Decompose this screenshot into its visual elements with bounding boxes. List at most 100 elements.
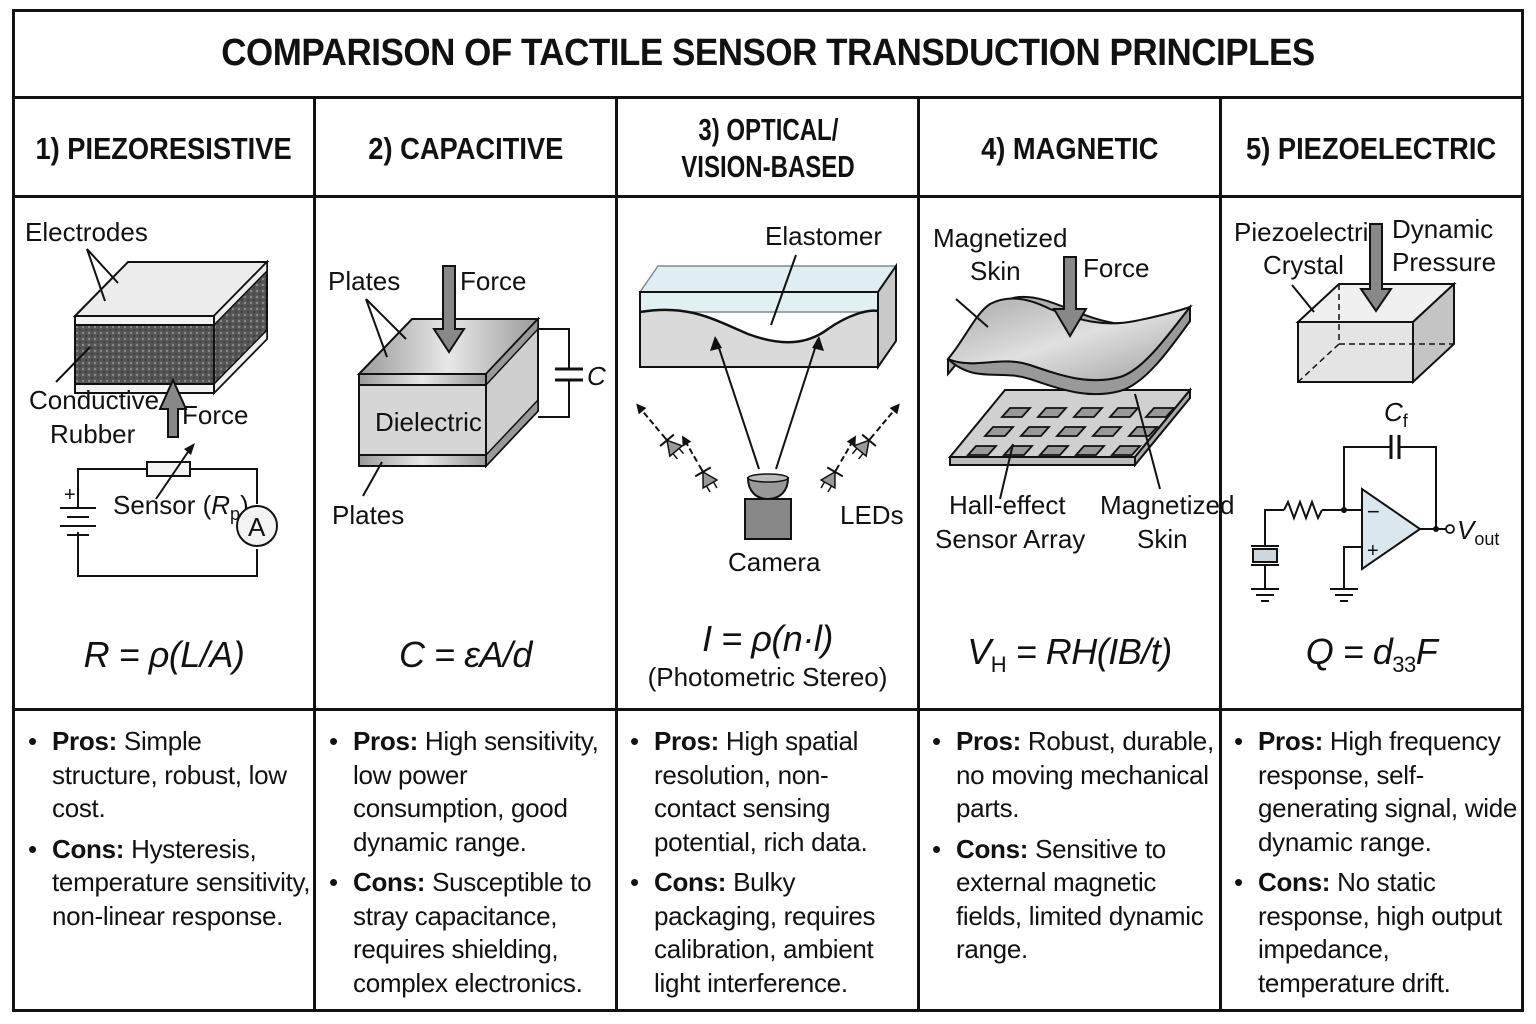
force-label: Force <box>460 266 526 296</box>
pros-item: Pros: Simple structure, robust, low cost… <box>28 725 311 826</box>
force-label: Force <box>182 400 248 430</box>
camera-icon <box>744 473 792 540</box>
op-amp-icon <box>1361 487 1422 571</box>
leader-line <box>955 298 989 328</box>
ammeter-icon <box>236 505 278 547</box>
leader-line <box>86 248 119 284</box>
pros-item: Pros: High frequency response, self-gene… <box>1234 725 1522 859</box>
formula-optical: I = ρ(n·l) (Photometric Stereo) <box>647 617 888 692</box>
divider <box>12 708 1524 711</box>
table-frame <box>12 9 1524 1012</box>
force-arrow-icon <box>158 377 188 438</box>
sensor-label: Sensor (Rp) <box>113 490 249 524</box>
pros-item: Pros: High sensitivity, low power consum… <box>329 725 611 859</box>
conductive-label: Conductive <box>29 385 159 415</box>
pros-cons-optical: Pros: High spatial resolution, non-conta… <box>628 725 898 1010</box>
hall-sensor-chip <box>1143 407 1177 418</box>
plates-top-label: Plates <box>328 266 400 296</box>
leader-line <box>55 346 91 383</box>
pressure-arrow-icon <box>1359 223 1393 313</box>
formula-piezoelectric: Q = d33F <box>1305 631 1438 678</box>
page-title: COMPARISON OF TACTILE SENSOR TRANSDUCTIO… <box>221 32 1315 74</box>
ammeter-label: A <box>248 512 266 542</box>
hall-sensor-chip <box>1018 426 1052 437</box>
leds-label: LEDs <box>840 500 904 530</box>
variable-arrow-icon <box>184 443 195 455</box>
junction-dot <box>1341 507 1347 513</box>
circuit <box>60 448 258 577</box>
pros-cons-piezoresistive: Pros: Simple structure, robust, low cost… <box>26 725 311 1010</box>
leader-line <box>1134 393 1161 490</box>
optical-diagram: Elastomer <box>618 199 917 599</box>
formula-capacitive: C = εA/d <box>399 634 532 675</box>
column-header-piezoresistive: 1) PIEZORESISTIVE <box>35 130 293 166</box>
hall-sensor-chip <box>1037 445 1071 456</box>
rubber-label: Rubber <box>50 419 136 449</box>
led-icon <box>851 403 900 460</box>
column-divider <box>1219 97 1222 1012</box>
leader-line <box>365 298 388 358</box>
sensor-board <box>947 387 1193 468</box>
capacitor-circuit <box>538 328 583 418</box>
plates-bottom-label: Plates <box>332 500 404 530</box>
formula-magnetic: VH = RH(IB/t) <box>967 631 1172 678</box>
led-icon <box>819 435 856 493</box>
capacitor-label: C <box>587 361 606 391</box>
cons-item: Cons: Sensitive to external magnetic fie… <box>932 833 1214 967</box>
leader-line <box>365 298 407 340</box>
leader-line <box>1291 284 1315 313</box>
led-icon <box>682 435 719 493</box>
hall-sensor-chip <box>1054 426 1088 437</box>
pros-item: Pros: Robust, durable, no moving mechani… <box>932 725 1214 826</box>
hall-sensor-chip <box>982 426 1016 437</box>
electrodes-label: Electrodes <box>25 217 148 247</box>
arrow-head-icon <box>710 336 722 351</box>
hall-sensor-chip <box>1107 407 1141 418</box>
force-arrow-icon <box>432 265 466 354</box>
light-rays <box>715 338 819 470</box>
plus-sign: + <box>64 484 76 506</box>
cons-item: Cons: Bulky packaging, requires calibrat… <box>630 866 898 1000</box>
piezo-source-icon <box>1252 548 1278 563</box>
elastomer-label: Elastomer <box>765 221 882 251</box>
led-array <box>636 403 900 493</box>
cons-item: Cons: Hysteresis, temperature sensitivit… <box>28 833 311 934</box>
column-divider <box>917 97 920 1012</box>
leader-line <box>999 443 1014 500</box>
formula-note: (Photometric Stereo) <box>647 661 888 692</box>
elastomer-block <box>638 262 898 371</box>
formula-piezoresistive: R = ρ(L/A) <box>83 634 245 675</box>
feedback-capacitor-label: Cf <box>1384 397 1409 431</box>
column-divider <box>615 97 618 1012</box>
leader-line <box>770 254 797 326</box>
minus-sign: − <box>1367 499 1380 524</box>
force-arrow-icon <box>1052 256 1088 338</box>
divider <box>12 96 1524 99</box>
hall-sensor-chip <box>1090 426 1124 437</box>
pros-cons-piezoelectric: Pros: High frequency response, self-gene… <box>1232 725 1522 1010</box>
column-header-magnetic: 4) MAGNETIC <box>980 130 1159 166</box>
force-label: Force <box>1083 253 1149 283</box>
leader-line <box>86 248 106 302</box>
hall-sensor-chip <box>1035 407 1069 418</box>
pros-item: Pros: High spatial resolution, non-conta… <box>630 725 898 859</box>
column-header-capacitive: 2) CAPACITIVE <box>367 130 564 166</box>
sensor-block <box>72 259 270 396</box>
cons-item: Cons: Susceptible to stray capacitance, … <box>329 866 611 1000</box>
arrow-head-icon <box>812 336 824 351</box>
led-icon <box>636 403 685 460</box>
cons-item: Cons: No static response, high output im… <box>1234 866 1522 1000</box>
leader-line <box>362 461 383 497</box>
column-header-piezoelectric: 5) PIEZOELECTRIC <box>1246 130 1497 166</box>
vout-label: Vout <box>1457 515 1499 549</box>
hall-sensor-chip <box>965 445 999 456</box>
hall-sensor-chip <box>1071 407 1105 418</box>
pros-cons-magnetic: Pros: Robust, durable, no moving mechani… <box>930 725 1214 1010</box>
dielectric-label: Dielectric <box>375 407 482 437</box>
